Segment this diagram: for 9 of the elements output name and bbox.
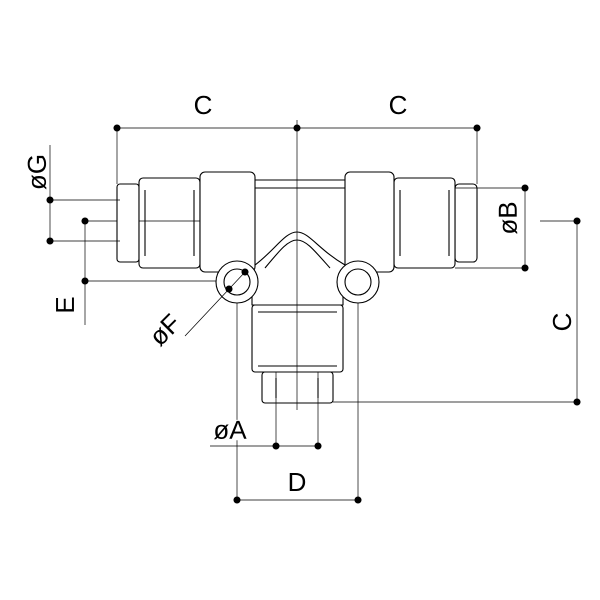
dimension-label: C <box>552 312 572 332</box>
dimension-label: C <box>192 94 214 116</box>
dimension-label: C <box>388 94 408 116</box>
dimension-label: øA <box>212 420 248 440</box>
dimension-label: øF <box>146 310 184 350</box>
dimension-label: E <box>55 295 75 315</box>
dimension-label: øG <box>26 152 48 192</box>
dimension-label: øB <box>498 200 518 236</box>
dimension-label: D <box>286 472 308 492</box>
